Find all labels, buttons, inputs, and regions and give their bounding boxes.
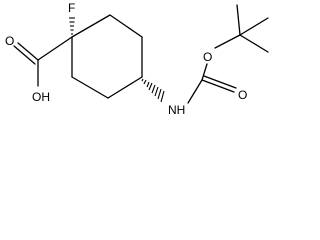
hash-line (148, 82, 153, 91)
ring-bond (107, 76, 143, 99)
amine-label: NH (168, 103, 185, 117)
hash-line (141, 78, 144, 82)
boc-carbamate-group (187, 4, 269, 104)
bond-carbamate-carbon-to-ester-o (201, 63, 208, 81)
bond-c1-to-carbonyl-carbon (37, 36, 73, 61)
hashed-wedge-bond-to-fluorine (69, 17, 75, 35)
carbamate-carbonyl-oxygen-label: O (238, 88, 247, 102)
hydroxyl-label: OH (32, 90, 50, 104)
tert-butyl-methyl-up (236, 4, 241, 36)
cyclohexane-ring (71, 14, 143, 99)
tert-butyl-methyl-right-up (239, 17, 269, 36)
carboxylic-acid-group (13, 36, 73, 87)
double-bond-carbamate-co-second (203, 75, 237, 89)
chemical-structure: F O OH NH O O (5, 1, 269, 117)
hash-line (154, 86, 159, 97)
double-bond-co-second (13, 45, 36, 65)
double-bond-co (17, 42, 39, 61)
hash-line (151, 84, 156, 94)
hash-line (157, 88, 162, 100)
ring-bond (109, 14, 143, 38)
fluorine-label: F (68, 1, 75, 15)
hashed-wedge-bond-to-amine (141, 78, 165, 103)
hash-line (160, 90, 165, 103)
ring-bond (71, 14, 111, 38)
hash-line (146, 81, 150, 88)
carbonyl-oxygen-label: O (5, 34, 14, 48)
ester-oxygen-label: O (203, 50, 212, 64)
hash-line (143, 79, 147, 85)
bond-n-to-carbamate-carbon (187, 79, 203, 104)
double-bond-carbamate-co (201, 79, 235, 93)
tert-butyl-methyl-right-down (239, 34, 269, 53)
ring-bond (71, 76, 109, 99)
bond-ester-o-to-tert-carbon (214, 34, 241, 49)
